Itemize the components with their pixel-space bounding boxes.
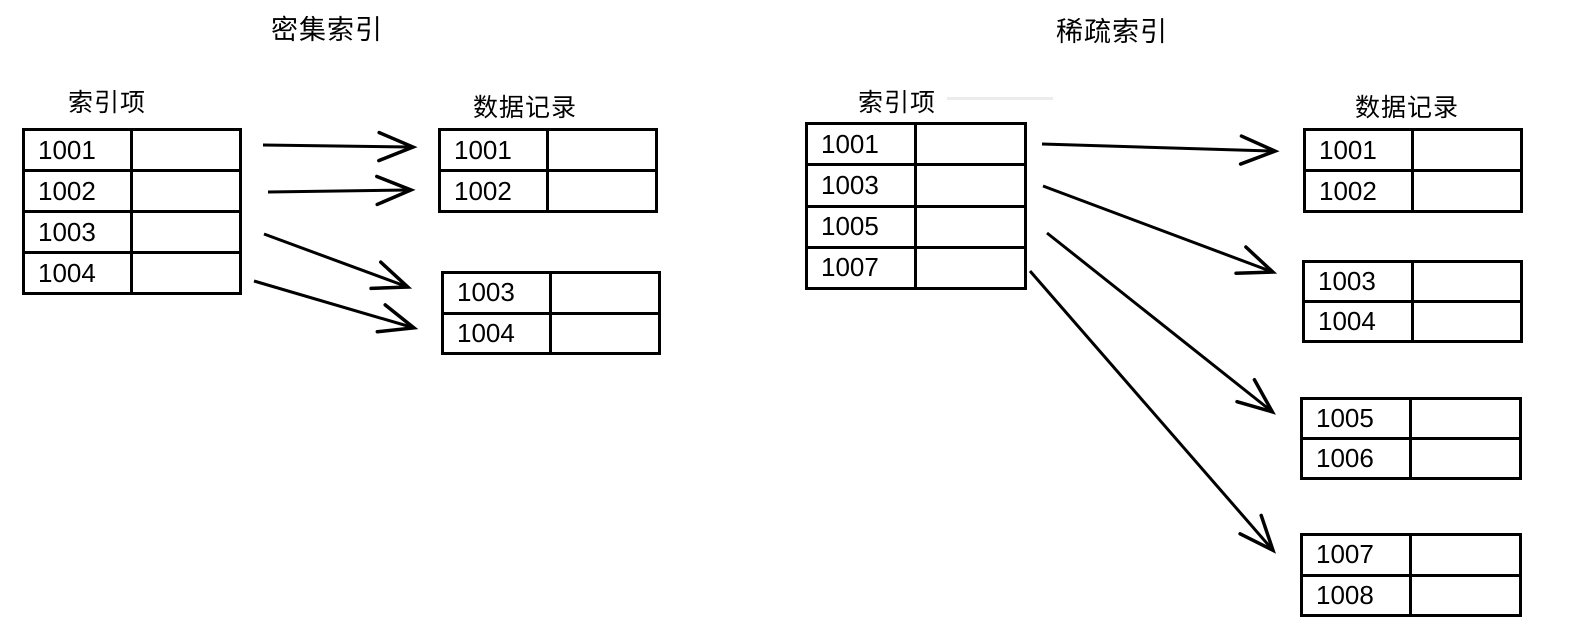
sparse-data-block-4: 1007 1008 — [1300, 533, 1522, 617]
table-row: 1004 — [444, 314, 658, 353]
record-data-cell — [1414, 131, 1520, 169]
record-key-cell: 1003 — [444, 274, 553, 312]
record-data-cell — [552, 274, 658, 312]
sparse-index-entries-label: 索引项 — [858, 89, 937, 117]
arrow-sparse-1005-to-block-3 — [1046, 231, 1276, 415]
sparse-index-table: 1001 1003 1005 1007 — [805, 122, 1027, 290]
table-row: 1002 — [25, 172, 239, 213]
record-data-cell — [1414, 303, 1520, 340]
index-key-cell: 1003 — [25, 213, 134, 251]
table-row: 1004 — [25, 254, 239, 292]
pointer-cell — [133, 213, 239, 251]
record-data-cell — [1412, 577, 1519, 615]
dense-index-title: 密集索引 — [271, 15, 383, 45]
record-key-cell: 1003 — [1305, 263, 1414, 300]
record-data-cell — [1412, 400, 1519, 437]
index-key-cell: 1002 — [25, 172, 134, 210]
dense-data-records-label: 数据记录 — [473, 94, 578, 122]
arrow-dense-1001-to-record-1001 — [262, 130, 418, 163]
arrow-sparse-1003-to-block-2 — [1042, 184, 1278, 275]
sparse-data-block-3: 1005 1006 — [1300, 397, 1522, 480]
record-key-cell: 1002 — [1306, 172, 1415, 210]
pointer-cell — [133, 172, 239, 210]
record-key-cell: 1001 — [1306, 131, 1415, 169]
table-row: 1005 — [1303, 400, 1519, 440]
table-row: 1007 — [1303, 536, 1519, 577]
record-key-cell: 1002 — [441, 172, 550, 210]
dense-index-entries-label: 索引项 — [68, 89, 147, 117]
record-key-cell: 1006 — [1303, 440, 1413, 477]
arrow-sparse-1007-to-block-4 — [1028, 270, 1276, 554]
dense-data-block-1: 1001 1002 — [438, 128, 658, 213]
record-data-cell — [549, 172, 655, 210]
record-key-cell: 1005 — [1303, 400, 1413, 437]
sparse-index-title: 稀疏索引 — [1056, 17, 1168, 47]
record-key-cell: 1008 — [1303, 576, 1413, 614]
pointer-cell — [917, 249, 1024, 287]
dense-index-table: 1001 1002 1003 1004 — [22, 128, 242, 295]
record-data-cell — [552, 315, 658, 353]
table-row: 1003 — [444, 274, 658, 315]
arrow-dense-1002-to-record-1002 — [267, 174, 416, 207]
index-key-cell: 1004 — [25, 254, 134, 292]
pointer-cell — [917, 208, 1024, 246]
table-row: 1003 — [808, 166, 1024, 208]
table-row: 1001 — [808, 125, 1024, 167]
pointer-cell — [917, 125, 1024, 163]
index-key-cell: 1003 — [808, 166, 918, 205]
table-row: 1005 — [808, 207, 1024, 249]
table-row: 1003 — [1305, 263, 1520, 303]
sparse-data-block-2: 1003 1004 — [1302, 260, 1523, 343]
table-row: 1001 — [441, 131, 655, 172]
record-data-cell — [1414, 263, 1520, 300]
faint-artifact-line — [947, 97, 1053, 100]
record-key-cell: 1001 — [441, 131, 550, 169]
sparse-data-records-label: 数据记录 — [1355, 94, 1460, 122]
pointer-cell — [133, 131, 239, 169]
sparse-data-block-1: 1001 1002 — [1303, 128, 1523, 213]
table-row: 1008 — [1303, 576, 1519, 615]
record-data-cell — [1414, 172, 1520, 210]
pointer-cell — [917, 166, 1024, 204]
table-row: 1004 — [1305, 303, 1520, 340]
table-row: 1001 — [1306, 131, 1520, 172]
record-data-cell — [1412, 536, 1519, 574]
record-data-cell — [1412, 440, 1519, 477]
dense-data-block-2: 1003 1004 — [441, 271, 661, 355]
index-key-cell: 1001 — [808, 125, 918, 164]
arrow-dense-1003-to-record-1003 — [263, 232, 413, 291]
table-row: 1006 — [1303, 440, 1519, 477]
index-key-cell: 1001 — [25, 131, 134, 169]
table-row: 1002 — [1306, 172, 1520, 210]
record-key-cell: 1004 — [1305, 303, 1414, 340]
index-key-cell: 1007 — [808, 248, 918, 287]
table-row: 1001 — [25, 131, 239, 172]
record-key-cell: 1004 — [444, 314, 553, 352]
pointer-cell — [133, 254, 239, 292]
table-row: 1003 — [25, 213, 239, 254]
arrow-sparse-1001-to-block-1 — [1041, 134, 1280, 166]
index-key-cell: 1005 — [808, 207, 918, 246]
arrow-dense-1004-to-record-1004 — [253, 279, 419, 334]
record-data-cell — [549, 131, 655, 169]
record-key-cell: 1007 — [1303, 536, 1413, 574]
table-row: 1002 — [441, 172, 655, 210]
table-row: 1007 — [808, 248, 1024, 287]
